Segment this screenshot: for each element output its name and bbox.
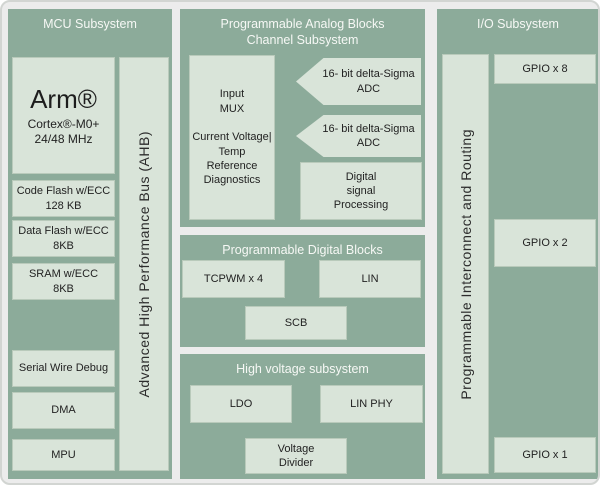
ahb-bus-bar: Advanced High Performance Bus (AHB) (119, 57, 169, 471)
cpu-brand-label: Arm® (30, 84, 97, 114)
serial-wire-debug-block: Serial Wire Debug (12, 350, 115, 387)
input-mux-block: Input MUX Current Voltage| Temp Referenc… (189, 55, 275, 220)
high-voltage-subsystem-panel: High voltage subsystem LDO LIN PHY Volta… (180, 354, 425, 479)
mcu-subsystem-panel: MCU Subsystem Arm® Cortex®-M0+ 24/48 MHz… (8, 9, 172, 479)
adc1-arrow-block: 16- bit delta-Sigma ADC (296, 58, 421, 105)
cpu-block: Arm® Cortex®-M0+ 24/48 MHz (12, 57, 115, 174)
cpu-core-label: Cortex®-M0+ (27, 116, 100, 131)
gpio-x2-block: GPIO x 2 (494, 219, 596, 267)
voltage-divider-block: Voltage Divider (245, 438, 347, 474)
ahb-bus-label: Advanced High Performance Bus (AHB) (136, 130, 152, 398)
digital-signal-processing-block: Digital signal Processing (300, 162, 422, 220)
gpio-x8-block: GPIO x 8 (494, 54, 596, 84)
ldo-block: LDO (190, 385, 292, 423)
dma-block: DMA (12, 392, 115, 429)
interconnect-routing-label: Programmable Interconnect and Routing (457, 128, 474, 400)
analog-subsystem-panel: Programmable Analog Blocks Channel Subsy… (180, 9, 425, 227)
analog-subsystem-title: Programmable Analog Blocks Channel Subsy… (220, 17, 385, 48)
io-subsystem-panel: I/O Subsystem Programmable Interconnect … (437, 9, 598, 479)
high-voltage-subsystem-title: High voltage subsystem (236, 362, 369, 376)
mcu-subsystem-title: MCU Subsystem (43, 17, 137, 31)
digital-blocks-panel: Programmable Digital Blocks TCPWM x 4 LI… (180, 235, 425, 347)
lin-phy-block: LIN PHY (320, 385, 423, 423)
scb-block: SCB (245, 306, 347, 340)
tcpwm-block: TCPWM x 4 (182, 260, 285, 298)
gpio-x1-block: GPIO x 1 (494, 437, 596, 473)
mpu-block: MPU (12, 439, 115, 471)
digital-blocks-title: Programmable Digital Blocks (222, 243, 383, 257)
data-flash-block: Data Flash w/ECC 8KB (12, 220, 115, 257)
interconnect-routing-bar: Programmable Interconnect and Routing (442, 54, 489, 474)
code-flash-block: Code Flash w/ECC 128 KB (12, 180, 115, 217)
lin-block: LIN (319, 260, 421, 298)
adc2-arrow-block: 16- bit delta-Sigma ADC (296, 115, 421, 157)
cpu-clock-label: 24/48 MHz (34, 132, 93, 147)
sram-block: SRAM w/ECC 8KB (12, 263, 115, 300)
io-subsystem-title: I/O Subsystem (477, 17, 559, 31)
